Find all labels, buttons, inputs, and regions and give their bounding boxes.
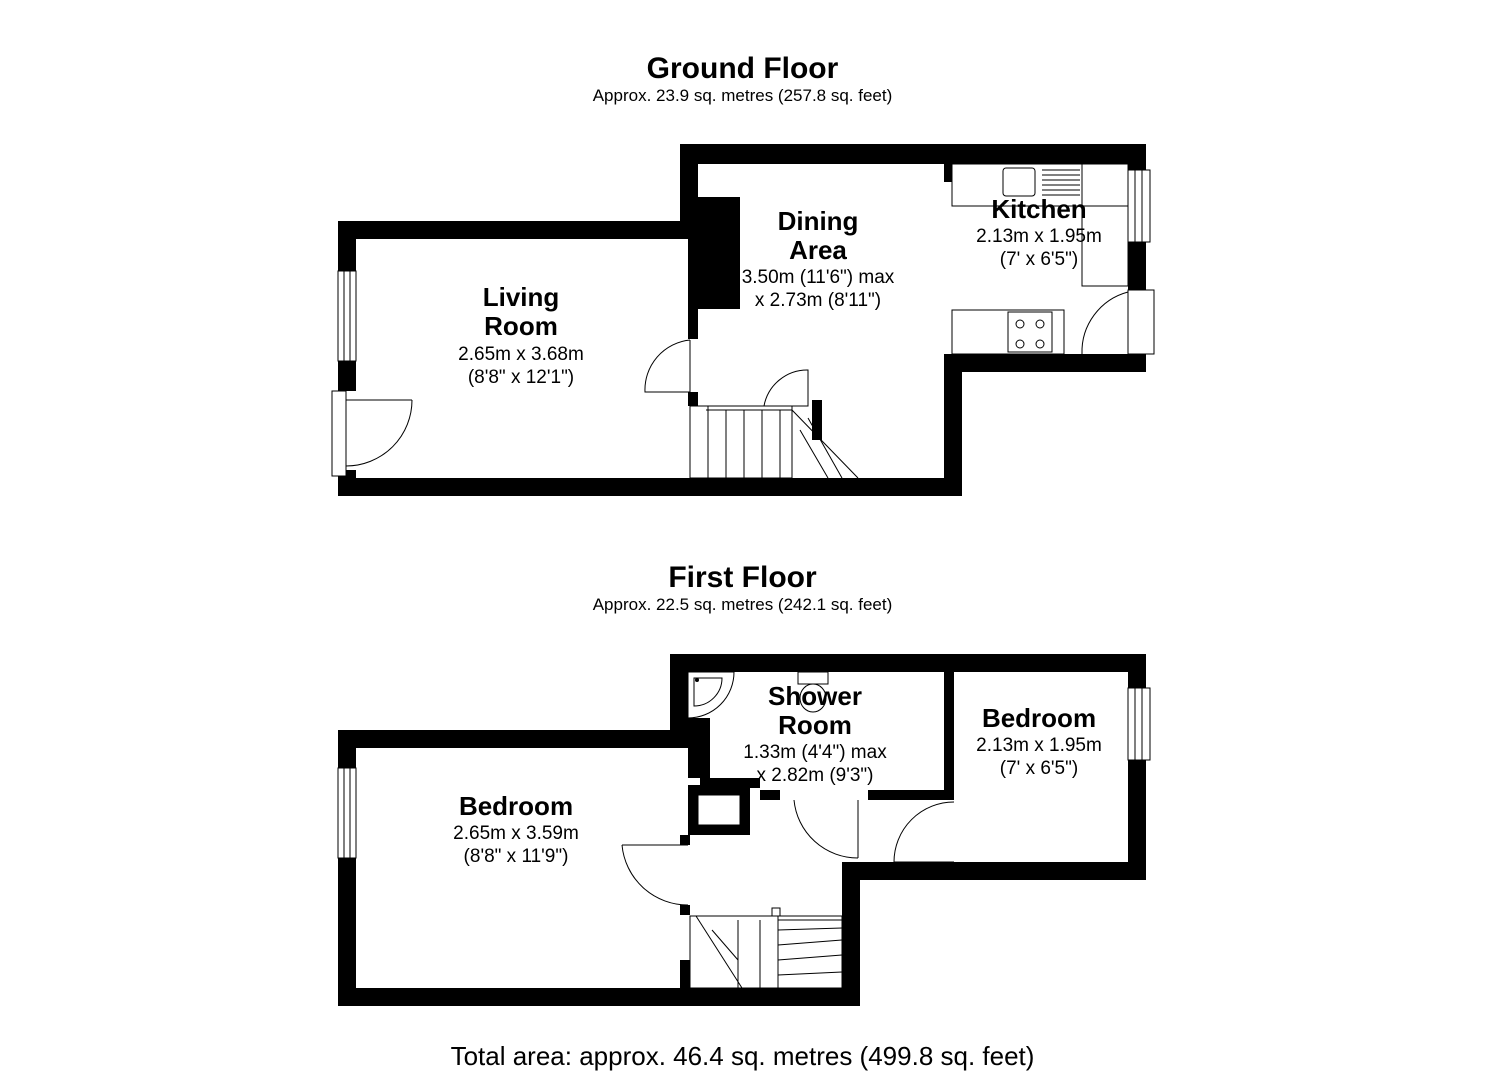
staircase <box>689 907 843 989</box>
bedroom1-dimensions: (8'8" x 11'9") <box>464 846 569 867</box>
shower-room-name: Shower <box>768 681 862 711</box>
window <box>337 767 357 859</box>
first-floor-plan <box>337 654 1151 1006</box>
living-room-name: Room <box>484 311 558 341</box>
shower-room-dimensions: 1.33m (4'4") max <box>743 742 887 763</box>
wall <box>760 790 780 800</box>
first-floor-header: First Floor Approx. 22.5 sq. metres (242… <box>0 561 1485 615</box>
wall <box>688 239 698 339</box>
floor-plan-drawing: Living Room 2.65m x 3.68m (8'8" x 12'1")… <box>331 144 1155 1006</box>
window <box>1127 687 1151 761</box>
wall <box>688 718 710 778</box>
bedroom1-dimensions: 2.65m x 3.59m <box>453 823 579 844</box>
front-door <box>331 390 347 477</box>
wall <box>338 478 962 496</box>
bedroom1-name: Bedroom <box>459 791 573 821</box>
kitchen-dimensions: (7' x 6'5") <box>1000 249 1078 270</box>
total-area: Total area: approx. 46.4 sq. metres (499… <box>450 1041 1035 1071</box>
wall <box>680 960 690 990</box>
dining-area-dimensions: x 2.73m (8'11") <box>755 290 881 311</box>
wall <box>338 988 860 1006</box>
wall <box>680 144 1146 164</box>
wall <box>688 392 698 406</box>
wall <box>944 162 952 182</box>
wall <box>944 672 954 800</box>
toilet-icon <box>797 671 829 713</box>
dining-area-name: Area <box>789 235 847 265</box>
wall <box>842 862 860 1006</box>
kitchen-name: Kitchen <box>991 194 1086 224</box>
wall <box>670 654 1146 672</box>
ground-floor-area: Approx. 23.9 sq. metres (257.8 sq. feet) <box>592 86 893 105</box>
window <box>1127 169 1151 243</box>
ground-floor-header: Ground Floor Approx. 23.9 sq. metres (25… <box>0 52 1485 106</box>
window <box>337 270 357 362</box>
wall <box>338 730 688 748</box>
bedroom2-dimensions: (7' x 6'5") <box>1000 758 1078 779</box>
wall <box>700 778 760 788</box>
sink-icon <box>1002 167 1036 197</box>
wall <box>338 221 696 239</box>
back-door <box>1127 289 1155 355</box>
wall <box>812 400 822 440</box>
staircase <box>689 405 859 479</box>
worktop <box>951 309 1065 355</box>
living-room-name: Living <box>483 282 560 312</box>
wall <box>680 835 690 845</box>
wall <box>680 144 698 239</box>
hob-icon <box>1007 311 1053 353</box>
first-floor-area: Approx. 22.5 sq. metres (242.1 sq. feet) <box>592 595 893 614</box>
cupboard-interior <box>697 794 741 826</box>
wall <box>868 790 954 800</box>
dining-area-dimensions: 3.50m (11'6") max <box>742 267 895 288</box>
wall <box>944 354 962 496</box>
kitchen-dimensions: 2.13m x 1.95m <box>976 226 1102 247</box>
shower-room-name: Room <box>778 710 852 740</box>
bedroom2-name: Bedroom <box>982 703 1096 733</box>
wall <box>670 654 688 748</box>
wall <box>842 862 1146 880</box>
bedroom2-dimensions: 2.13m x 1.95m <box>976 735 1102 756</box>
ground-floor-plan <box>331 144 1155 496</box>
chimney-breast <box>696 197 740 309</box>
living-room-dimensions: (8'8" x 12'1") <box>468 367 574 388</box>
wall <box>944 354 1146 372</box>
ground-floor-title: Ground Floor <box>646 52 839 85</box>
worktop <box>1081 163 1129 287</box>
basin-icon <box>687 671 735 719</box>
living-room-dimensions: 2.65m x 3.68m <box>458 344 584 365</box>
drainer <box>1042 169 1080 196</box>
wall <box>680 905 690 915</box>
first-floor-title: First Floor <box>668 561 817 594</box>
shower-room-dimensions: x 2.82m (9'3") <box>756 765 873 786</box>
dining-area-name: Dining <box>778 206 859 236</box>
